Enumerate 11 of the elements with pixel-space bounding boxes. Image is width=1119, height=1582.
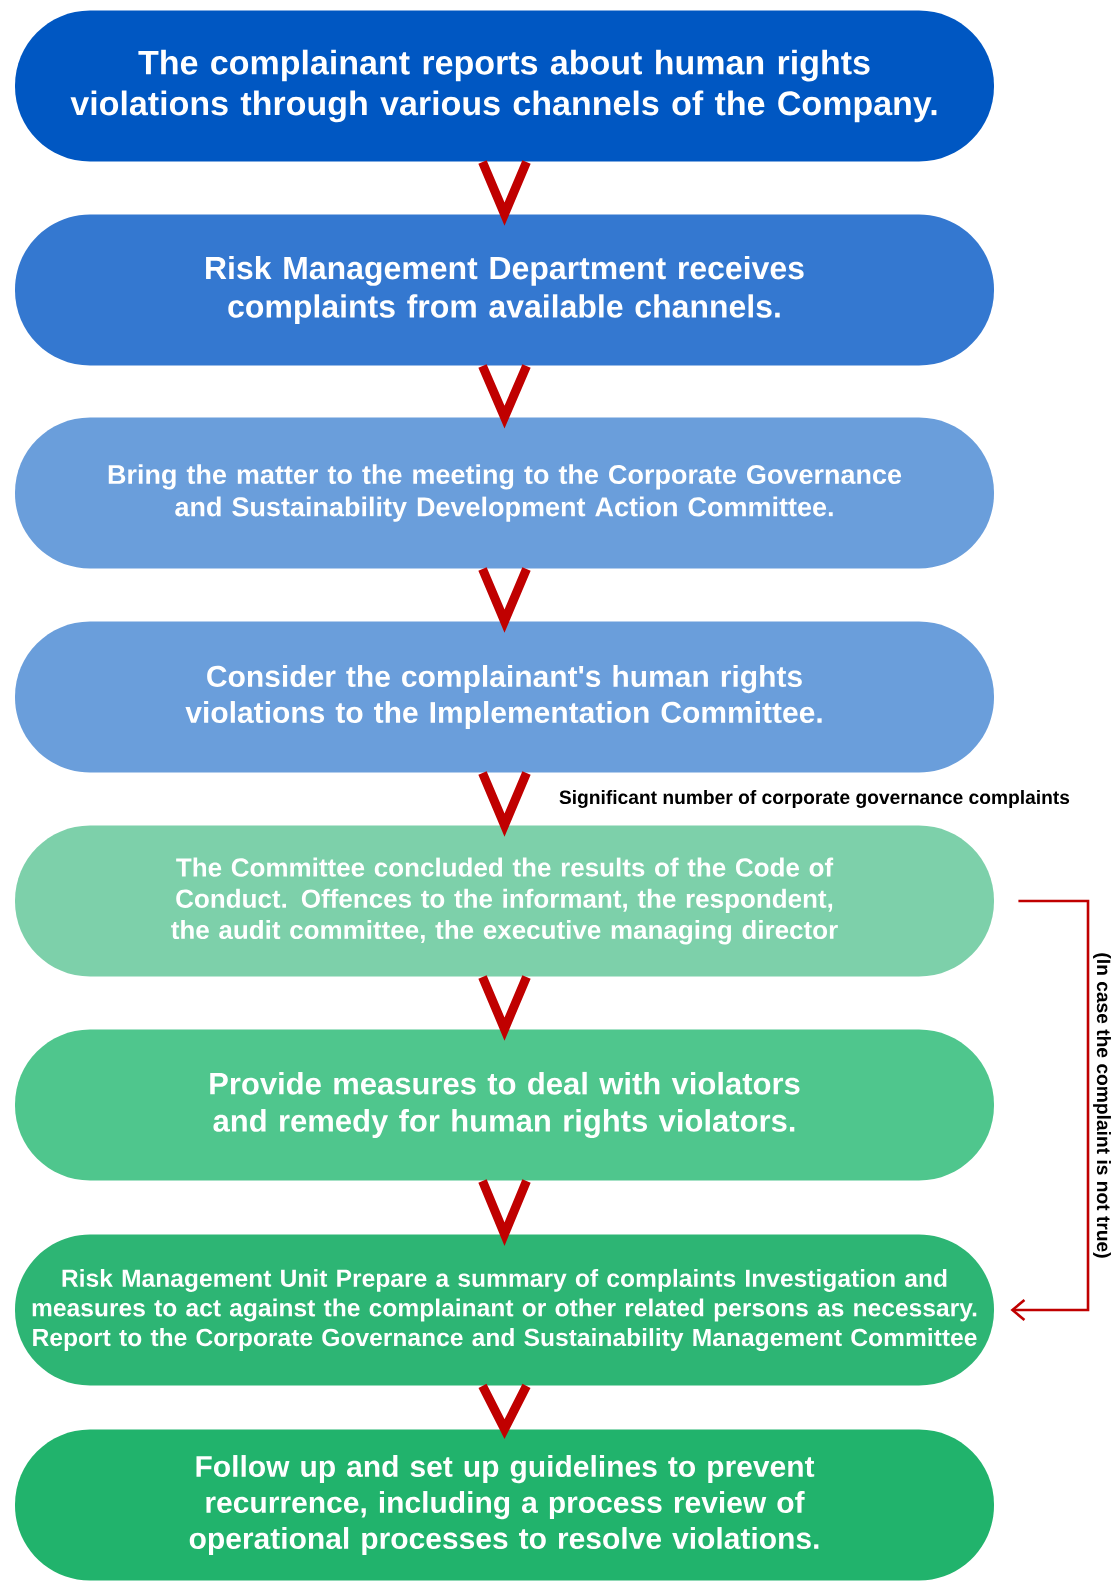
- bracket-arrow: [1010, 899, 1090, 1321]
- process-pill: Follow up and set up guidelines to prevent recurrence, including a process review of operational processes to resolve violations.: [15, 1429, 994, 1581]
- process-pill: Consider the complainant's human rights violations to the Implementation Committee.: [15, 621, 994, 773]
- process-pill: Provide measures to deal with violators and remedy for human rights violators.: [15, 1029, 994, 1181]
- process-pill: The complainant reports about human rights violations through various channels of the Company.: [15, 10, 994, 162]
- edge-label: (In case the complaint is not true): [1091, 950, 1113, 1261]
- process-pill: The Committee concluded the results of the Code of Conduct. Offences to the informant, the respondent, the audit committee, the executive managing director: [15, 825, 994, 977]
- edge-label: Significant number of corporate governance complaints: [556, 788, 1072, 810]
- process-pill: Risk Management Unit Prepare a summary of complaints Investigation and measures to act against the complainant or other related persons as necessary. Report to the Corporate Governance and Sustainability Management Committee: [15, 1234, 994, 1386]
- process-pill: Bring the matter to the meeting to the Corporate Governance and Sustainability Development Action Committee.: [15, 417, 994, 569]
- process-pill: Risk Management Department receives complaints from available channels.: [15, 214, 994, 366]
